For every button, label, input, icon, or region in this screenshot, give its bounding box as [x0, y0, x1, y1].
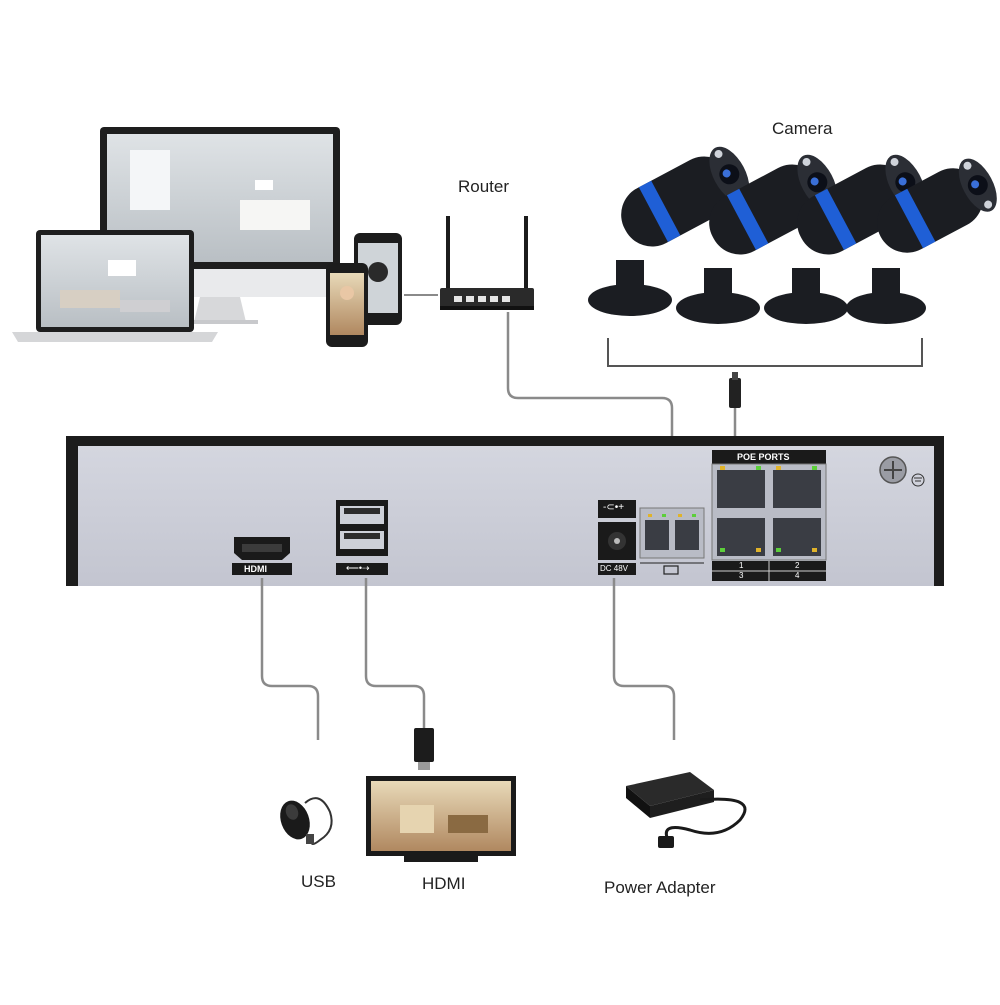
- laptop-icon: [12, 230, 218, 342]
- power-cable: [612, 578, 676, 740]
- bullet-camera-icon: [846, 158, 997, 324]
- camera-label: Camera: [772, 119, 833, 138]
- bullet-camera-icon: [676, 154, 838, 324]
- poe-port-number-3: 3: [739, 571, 744, 580]
- usb-port[interactable]: [336, 500, 388, 575]
- usb-dongle-icon: [414, 728, 434, 770]
- lan-port[interactable]: [639, 507, 705, 575]
- smartphone-icon: [326, 233, 402, 347]
- hdmi-port-label: HDMI: [244, 564, 267, 574]
- poe-port-number-4: 4: [795, 571, 800, 580]
- dc-power-jack[interactable]: [598, 500, 636, 575]
- bullet-camera-icon: [588, 146, 750, 316]
- power-adapter-label: Power Adapter: [604, 878, 716, 897]
- hdmi-cable: [364, 578, 426, 728]
- poe-ports[interactable]: [711, 450, 827, 581]
- usb-label: USB: [301, 872, 336, 891]
- mouse-icon: [280, 797, 333, 845]
- dc-polarity-label: -⊂•+: [603, 502, 625, 513]
- hdmi-label: HDMI: [422, 874, 466, 893]
- network-icon: [663, 565, 679, 575]
- router-label: Router: [458, 177, 510, 196]
- router-icon: [440, 216, 534, 310]
- poe-ports-title: POE PORTS: [737, 452, 790, 462]
- poe-port-number-2: 2: [795, 561, 800, 570]
- router-lan-cable: [506, 312, 674, 522]
- dc-voltage-label: DC 48V: [600, 564, 629, 573]
- poe-port-number-1: 1: [739, 561, 744, 570]
- usb-mouse-cable: [260, 578, 320, 740]
- power-adapter-icon: [626, 772, 747, 848]
- tv-monitor-icon: [366, 776, 516, 862]
- usb-port-label: ⟵•⇢: [346, 563, 370, 573]
- hdmi-port[interactable]: [232, 537, 292, 575]
- ground-screw-icon: [879, 456, 925, 487]
- camera-group-bracket: [607, 338, 923, 367]
